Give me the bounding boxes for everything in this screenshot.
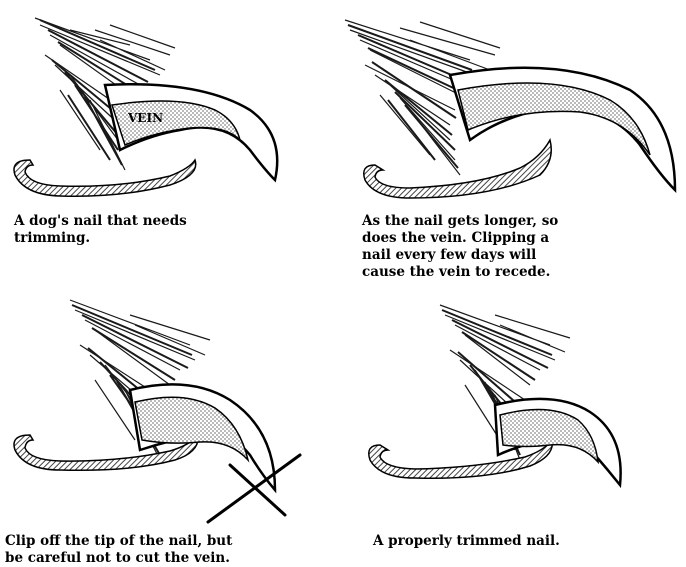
paw-pad-illustration — [364, 140, 552, 198]
caption-panel-4: A properly trimmed nail. — [373, 533, 560, 550]
paw-pad-illustration — [14, 160, 196, 196]
vein-label: VEIN — [127, 111, 163, 125]
panel-3: Clip off the tip of the nail, but be car… — [0, 290, 340, 567]
nail-diagram-clipping — [0, 290, 340, 530]
nail-diagram-untrimmed: VEIN — [0, 0, 340, 210]
cut-mark — [208, 455, 300, 522]
panel-1: VEIN A dog's nail that needs trimming. — [0, 0, 340, 290]
caption-panel-2: As the nail gets longer, so does the vei… — [362, 213, 558, 281]
panel-2: As the nail gets longer, so does the vei… — [340, 0, 686, 300]
panel-4: A properly trimmed nail. — [340, 290, 686, 567]
nail-diagram-trimmed — [340, 290, 686, 530]
caption-panel-3: Clip off the tip of the nail, but be car… — [5, 533, 232, 567]
caption-panel-1: A dog's nail that needs trimming. — [14, 213, 187, 247]
nail-diagram-long — [340, 0, 686, 215]
